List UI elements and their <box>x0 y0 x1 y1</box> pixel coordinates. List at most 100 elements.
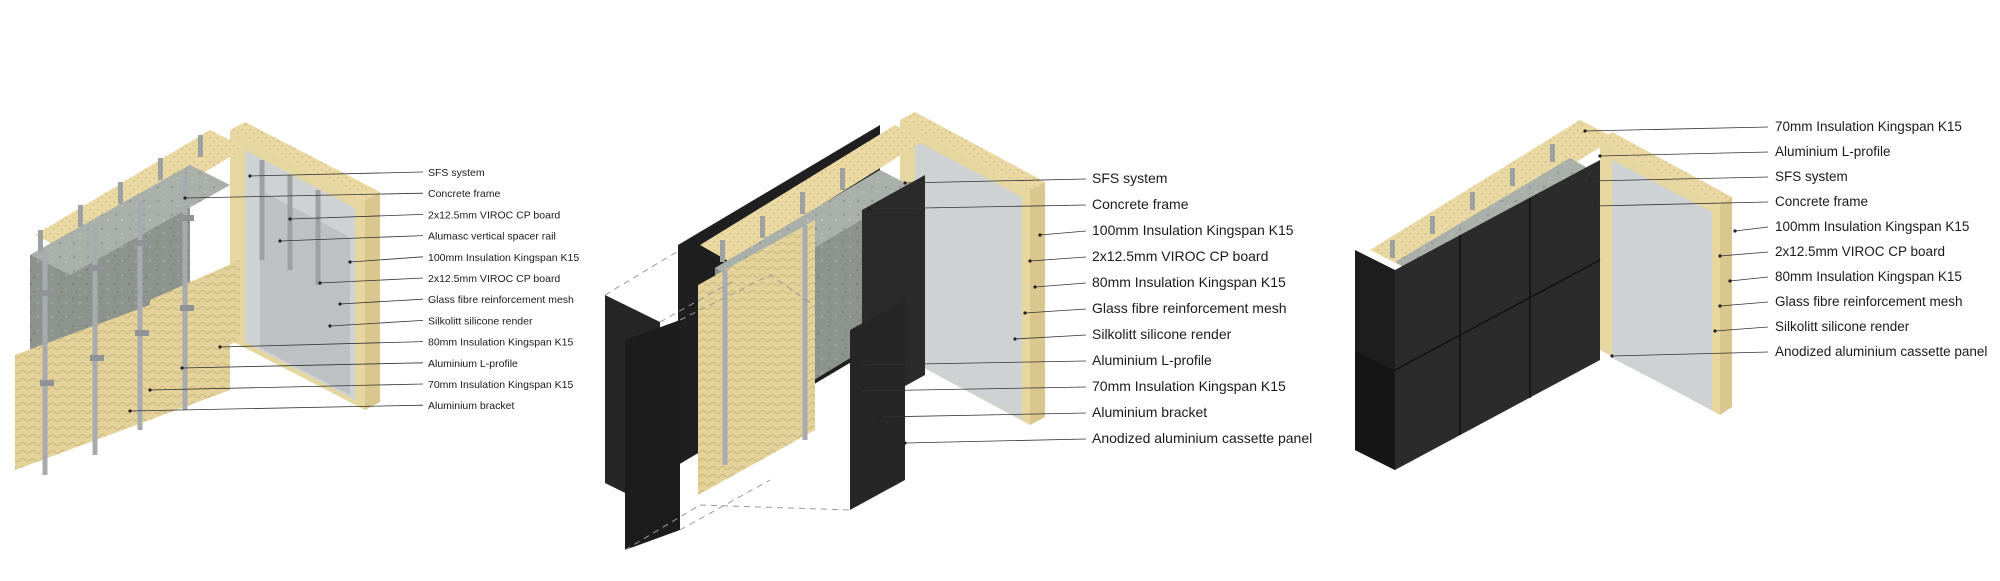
layer-label: Aluminium L-profile <box>1775 144 1891 159</box>
right-wing-top <box>900 112 1045 190</box>
sfs-studs <box>259 160 321 285</box>
leader-line <box>279 235 424 242</box>
layer-label: Concrete frame <box>1775 194 1868 209</box>
leader-line <box>149 383 424 391</box>
leader-dot <box>1610 354 1614 358</box>
layer-label: Aluminium L-profile <box>1092 352 1212 368</box>
leader-line <box>1034 282 1087 288</box>
layer-label: Aluminium bracket <box>428 400 514 412</box>
leader-line <box>184 192 424 199</box>
layer-label: Concrete frame <box>428 188 501 200</box>
leader-dot <box>1593 204 1597 208</box>
leader-line <box>1611 351 1769 357</box>
cassette-joints <box>1394 198 1601 435</box>
layer-label: 100mm Insulation Kingspan K15 <box>1092 222 1294 238</box>
layer-label: SFS system <box>1092 170 1167 186</box>
top-insulation-strip <box>700 125 925 262</box>
leader-line <box>1584 126 1769 132</box>
leader-dot <box>1038 233 1042 237</box>
leader-line <box>904 438 1087 444</box>
leader-dot <box>1588 179 1592 183</box>
leader-dot <box>248 174 252 178</box>
leader-dot <box>348 260 352 264</box>
render-facade-drawing <box>15 122 380 475</box>
leader-line <box>869 204 1087 210</box>
leader-line <box>859 360 1087 366</box>
leader-line <box>1024 308 1087 314</box>
right-wing-top <box>1600 132 1732 205</box>
leader-line <box>339 298 424 305</box>
layer-label: Concrete frame <box>1092 196 1189 212</box>
leader-line <box>1719 251 1769 257</box>
aluminium-rails <box>722 225 808 465</box>
leader-dot <box>1713 329 1717 333</box>
layer-label: 100mm Insulation Kingspan K15 <box>1775 219 1969 234</box>
leader-dot <box>1733 229 1737 233</box>
top-spacer-posts <box>1390 144 1555 258</box>
aluminium-rails <box>42 175 188 475</box>
leader-dot <box>148 388 152 392</box>
leader-dot <box>878 415 882 419</box>
layer-label: 70mm Insulation Kingspan K15 <box>428 379 573 391</box>
top-insulation-strip <box>35 130 245 253</box>
leader-line <box>1599 151 1769 157</box>
layer-label: 2x12.5mm VIROC CP board <box>428 273 560 285</box>
right-wing-edge <box>365 192 380 410</box>
layer-label: 70mm Insulation Kingspan K15 <box>1092 378 1286 394</box>
layer-label: SFS system <box>1775 169 1848 184</box>
leader-line <box>129 404 424 412</box>
layer-label: Silkolitt silicone render <box>428 315 533 327</box>
silicone-render-face <box>1612 160 1712 410</box>
leader-line <box>219 341 424 348</box>
leader-line <box>1729 276 1769 282</box>
leader-dot <box>1033 285 1037 289</box>
layer-label: SFS system <box>428 167 485 179</box>
leader-dot <box>1023 311 1027 315</box>
leader-dot <box>903 181 907 185</box>
leader-line <box>1014 334 1087 340</box>
leader-lines-diagram-2 <box>858 178 1087 445</box>
leader-line <box>1039 230 1087 236</box>
layer-label: Anodized aluminium cassette panel <box>1775 344 1987 359</box>
top-spacer-posts <box>38 135 203 252</box>
leader-dot <box>180 366 184 370</box>
leader-line <box>329 320 424 327</box>
front-cassette-panel-2 <box>625 320 680 550</box>
concrete-frame-top <box>30 165 230 275</box>
exploded-view-guides <box>604 249 851 551</box>
leader-line <box>249 171 424 177</box>
layer-label: Anodized aluminium cassette panel <box>1092 430 1312 446</box>
layer-label: Glass fibre reinforcement mesh <box>428 294 574 306</box>
leader-dot <box>1718 254 1722 258</box>
layer-label: Silkolitt silicone render <box>1092 326 1232 342</box>
layer-label: 100mm Insulation Kingspan K15 <box>428 252 579 264</box>
leader-line <box>879 412 1087 418</box>
leader-line <box>859 386 1087 392</box>
layer-label: 2x12.5mm VIROC CP board <box>1092 248 1268 264</box>
leader-dot <box>1013 337 1017 341</box>
leader-line <box>1594 201 1769 207</box>
layer-label: 2x12.5mm VIROC CP board <box>1775 244 1945 259</box>
leader-dot <box>183 196 187 200</box>
leader-lines-diagram-3 <box>1583 126 1769 358</box>
leader-line <box>349 256 424 263</box>
layer-label: 80mm Insulation Kingspan K15 <box>1092 274 1286 290</box>
layer-label: 80mm Insulation Kingspan K15 <box>428 337 573 349</box>
layer-label: Alumasc vertical spacer rail <box>428 231 556 243</box>
leader-dot <box>218 345 222 349</box>
leader-dot <box>858 363 862 367</box>
leader-dot <box>1718 304 1722 308</box>
leader-dot <box>278 239 282 243</box>
right-wing-edge <box>1030 182 1045 425</box>
cassette-lower-side <box>1355 350 1395 470</box>
layer-label: 80mm Insulation Kingspan K15 <box>1775 269 1962 284</box>
leader-dot <box>1598 154 1602 158</box>
exploded-cassette-drawing <box>604 112 1045 551</box>
layer-label: Silkolitt silicone render <box>1775 319 1910 334</box>
layer-label: Glass fibre reinforcement mesh <box>1092 300 1287 316</box>
leader-dot <box>868 207 872 211</box>
